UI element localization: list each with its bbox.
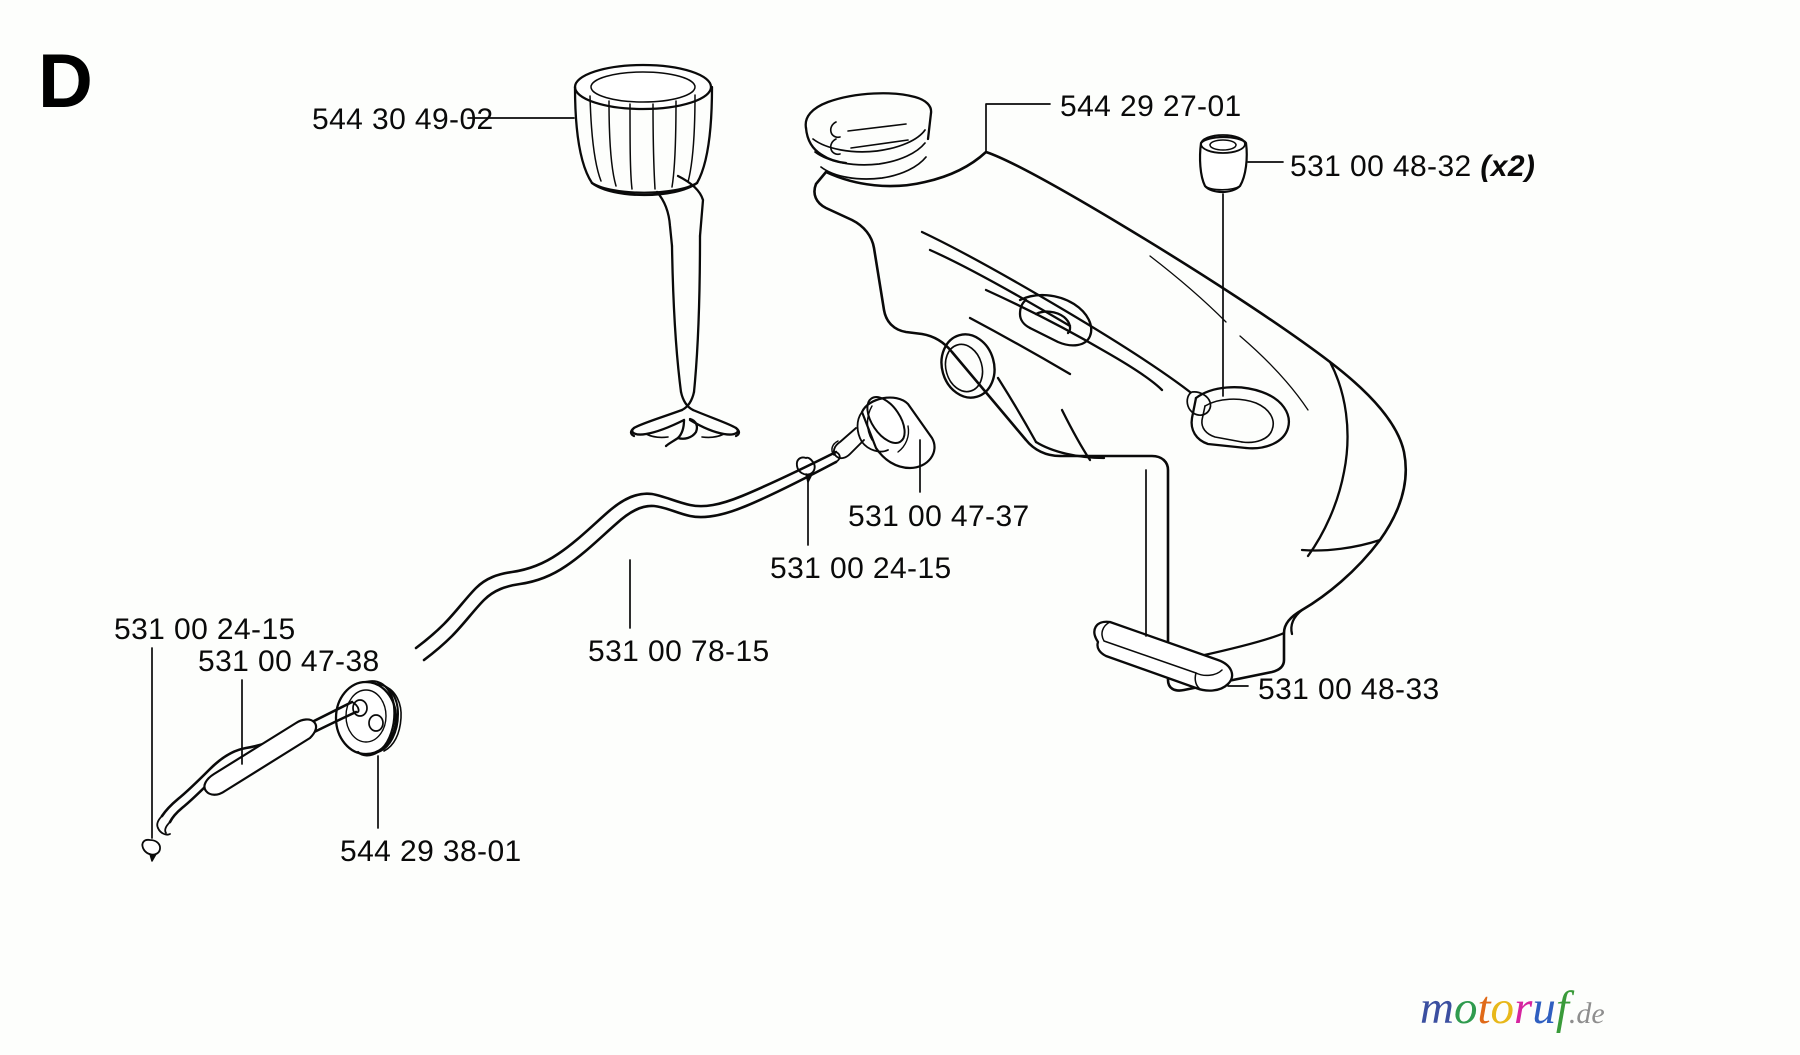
tank-cap-part xyxy=(334,680,402,757)
motoruf-watermark: motoruf.de xyxy=(1420,985,1605,1032)
section-letter: D xyxy=(38,39,93,124)
watermark-letter: f xyxy=(1555,982,1569,1034)
fuel-tank-part xyxy=(804,92,1408,692)
label-fuel-filter: 531 00 47-37 xyxy=(848,500,1030,534)
label-air-filter: 544 30 49-02 xyxy=(312,103,494,137)
fuel-filter-part xyxy=(831,396,936,470)
part-number-text: 531 00 48-33 xyxy=(1258,673,1440,706)
watermark-letter: r xyxy=(1514,982,1533,1034)
part-number-text: 531 00 78-15 xyxy=(588,635,770,668)
label-vent-hose: 531 00 47-38 xyxy=(198,645,380,679)
label-fuel-tank: 544 29 27-01 xyxy=(1060,90,1242,124)
part-number-text: 531 00 24-15 xyxy=(770,552,952,585)
quantity-multiplier: (x2) xyxy=(1480,150,1536,183)
part-number-text: 531 00 47-38 xyxy=(198,645,380,678)
fuel-hose-part xyxy=(414,450,841,662)
label-fuel-hose: 531 00 78-15 xyxy=(588,635,770,669)
part-number-text: 531 00 48-32 xyxy=(1290,150,1472,183)
label-clamp-lower: 531 00 24-15 xyxy=(114,613,296,647)
part-number-text: 544 30 49-02 xyxy=(312,103,494,136)
air-filter-part xyxy=(573,63,741,448)
part-number-text: 531 00 47-37 xyxy=(848,500,1030,533)
watermark-letter: u xyxy=(1532,982,1556,1034)
part-number-text: 544 29 27-01 xyxy=(1060,90,1242,123)
label-tank-cap: 544 29 38-01 xyxy=(340,835,522,869)
watermark-letter: m xyxy=(1420,982,1454,1034)
label-clamp-upper: 531 00 24-15 xyxy=(770,552,952,586)
rubber-plug-part xyxy=(1198,134,1248,194)
watermark-letter: o xyxy=(1490,982,1515,1034)
clamp-lower-part xyxy=(141,838,161,862)
part-number-text: 531 00 24-15 xyxy=(114,613,296,646)
leader-lines xyxy=(151,103,1284,839)
watermark-suffix: .de xyxy=(1568,997,1605,1030)
rubber-buffer-part xyxy=(1093,620,1234,692)
watermark-letter: o xyxy=(1453,982,1478,1034)
vent-hose-part xyxy=(156,700,360,836)
label-rubber-buffer: 531 00 48-33 xyxy=(1258,673,1440,707)
watermark-letter: t xyxy=(1477,982,1491,1034)
part-number-text: 544 29 38-01 xyxy=(340,835,522,868)
label-grommet-x2: 531 00 48-32 (x2) xyxy=(1290,150,1535,184)
